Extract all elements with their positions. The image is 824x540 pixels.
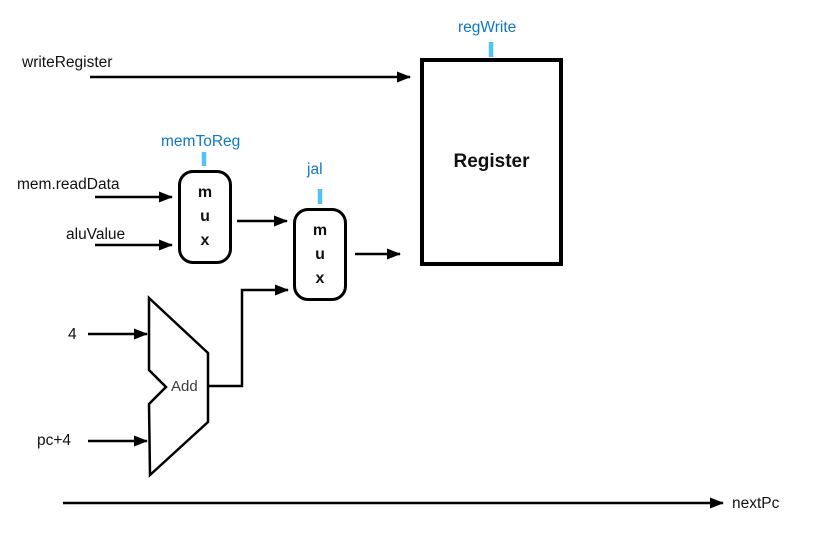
register-block-title: Register [453,151,530,172]
adder-shape [147,295,210,478]
mux-letter-u: u [200,208,210,225]
mux-letter-m: m [197,184,213,201]
four-constant-label: 4 [68,326,77,343]
adder-to-mux2-wire-arrow [208,284,289,388]
mux-letter-x: x [200,232,210,249]
register-block: Register [420,58,563,266]
aluValue-signal-label: aluValue [66,226,126,243]
jal-control-label: jal [307,161,323,178]
regWrite-control-label: regWrite [458,19,517,36]
memReadData-signal-label: mem.readData [17,176,120,193]
nextPc-signal-label: nextPc [732,495,780,512]
mux-letter-x: x [315,269,325,287]
memToReg-control-label: memToReg [161,133,241,150]
pcPlus4-signal-label: pc+4 [37,432,72,449]
memToReg-mux: m u x [178,170,232,264]
adder-label: Add [171,378,198,395]
mux-letter-u: u [315,245,325,263]
jal-mux: m u x [293,208,347,301]
mux-letter-m: m [312,221,328,239]
writeRegister-signal-label: writeRegister [22,54,113,71]
